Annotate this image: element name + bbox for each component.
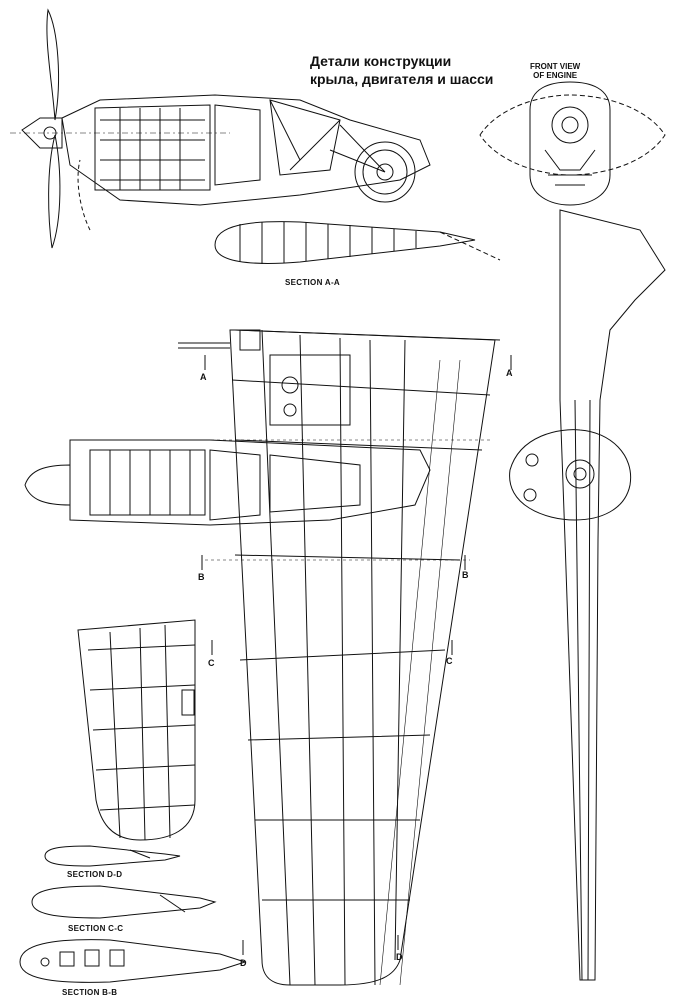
- engine-label-line-2: OF ENGINE: [533, 71, 578, 80]
- section-c-c-airfoil: [31, 885, 217, 919]
- front-view-engine-label: FRONT VIEW OF ENGINE: [530, 62, 580, 80]
- section-b-b-label: SECTION B-B: [62, 988, 118, 997]
- marker-d-right: D: [396, 952, 403, 962]
- marker-c-left: C: [208, 658, 215, 668]
- aileron-detail: [77, 619, 196, 841]
- marker-a-left: A: [200, 372, 207, 382]
- section-a-a-label: SECTION A-A: [285, 278, 341, 287]
- section-a-a-airfoil: [214, 221, 501, 264]
- section-markers: [201, 355, 512, 955]
- engine-label-line-1: FRONT VIEW: [530, 62, 581, 71]
- side-view-propeller: [10, 8, 230, 249]
- front-view-engine: [479, 81, 666, 206]
- section-d-d-label: SECTION D-D: [67, 870, 123, 879]
- title-line-1: Детали конструкции: [310, 53, 452, 69]
- engine-plan-view: [24, 439, 431, 526]
- section-c-c-label: SECTION C-C: [68, 924, 124, 933]
- side-view-engine: [61, 94, 431, 206]
- marker-a-right: A: [506, 368, 513, 378]
- title-line-2: крыла, двигателя и шасси: [310, 71, 494, 87]
- section-b-b-airfoil: [19, 939, 247, 983]
- marker-c-right: C: [446, 656, 453, 666]
- front-view-wing: [509, 209, 666, 981]
- wing-planform: [205, 329, 501, 986]
- section-d-d-airfoil: [44, 845, 181, 867]
- gun-barrel: [178, 329, 351, 426]
- drawing-title: Детали конструкции крыла, двигателя и ша…: [310, 52, 493, 88]
- marker-d-left: D: [240, 958, 247, 968]
- marker-b-right: B: [462, 570, 469, 580]
- marker-b-left: B: [198, 572, 205, 582]
- landing-gear-wheel: [329, 124, 416, 203]
